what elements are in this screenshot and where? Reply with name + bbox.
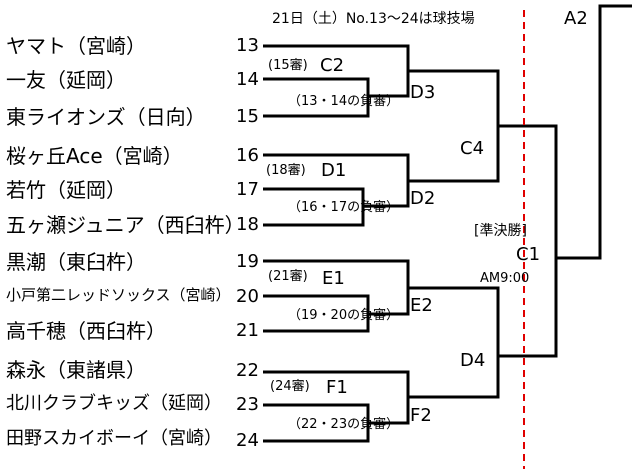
seed-17: 17 — [236, 179, 259, 200]
seed-23: 23 — [236, 394, 259, 415]
game-d4: D4 — [460, 350, 486, 371]
d1-referee: (18審) — [266, 163, 306, 178]
line-c1 — [498, 124, 558, 358]
d3-note: （13・14の負審） — [288, 94, 400, 109]
team-24-name: 田野スカイボーイ（宮崎） — [6, 428, 222, 449]
seed-21: 21 — [236, 320, 259, 341]
team-16-name: 桜ヶ丘Ace（宮崎） — [6, 144, 183, 168]
e1-referee: (21審) — [268, 269, 308, 284]
team-23-name: 北川クラブキッズ（延岡） — [6, 393, 222, 414]
c1-stage: [準決勝] — [474, 223, 527, 239]
c1-time: AM9:00 — [480, 271, 530, 286]
seed-22: 22 — [236, 360, 259, 381]
d2-note: （16・17の負審） — [288, 200, 400, 215]
f2-note: （22・23の負審） — [288, 417, 400, 432]
seed-15: 15 — [236, 106, 259, 127]
game-c4: C4 — [460, 138, 485, 159]
team-20-name: 小戸第二レッドソックス（宮崎） — [6, 286, 231, 304]
header-text: 21日（土）No.13～24は球技場 — [272, 11, 475, 27]
line-d4 — [408, 286, 500, 399]
game-f1: F1 — [326, 377, 348, 398]
seed-18: 18 — [236, 214, 259, 235]
game-a2: A2 — [564, 8, 588, 29]
seed-20: 20 — [236, 286, 259, 307]
game-e2: E2 — [410, 295, 433, 316]
team-19-name: 黒潮（東臼杵） — [6, 250, 146, 274]
game-c2: C2 — [320, 55, 345, 76]
game-d3: D3 — [410, 82, 436, 103]
team-13-name: ヤマト（宮崎） — [6, 34, 146, 58]
team-21-name: 高千穂（西臼杵） — [6, 319, 166, 343]
seed-14: 14 — [236, 69, 259, 90]
team-18-name: 五ヶ瀬ジュニア（西臼杵） — [6, 213, 245, 237]
c2-referee: (15審) — [268, 58, 308, 73]
line-a2 — [556, 4, 632, 260]
game-d2: D2 — [410, 188, 436, 209]
game-d1: D1 — [321, 160, 347, 181]
team-22-name: 森永（東諸県） — [6, 358, 146, 382]
team-17-name: 若竹（延岡） — [6, 178, 126, 202]
seed-24: 24 — [236, 430, 259, 451]
game-c1: C1 — [516, 244, 541, 265]
game-e1: E1 — [322, 268, 345, 289]
seed-13: 13 — [236, 35, 259, 56]
e2-note: （19・20の負審） — [288, 308, 400, 323]
game-f2: F2 — [410, 405, 432, 426]
team-15-name: 東ライオンズ（日向） — [6, 105, 206, 129]
seed-19: 19 — [236, 251, 259, 272]
team-14-name: 一友（延岡） — [6, 68, 126, 92]
f1-referee: (24審) — [270, 379, 310, 394]
seed-16: 16 — [236, 145, 259, 166]
